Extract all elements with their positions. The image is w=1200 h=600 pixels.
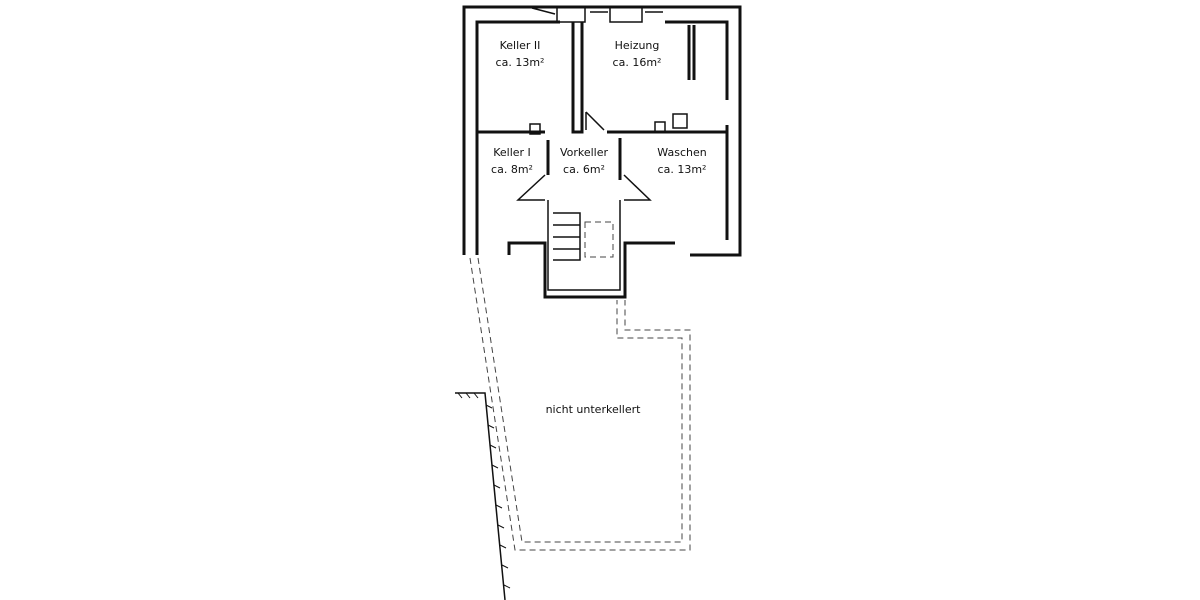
room-area: ca. 8m² bbox=[491, 163, 533, 176]
room-heizung: Heizung ca. 16m² bbox=[613, 39, 662, 69]
room-area: ca. 6m² bbox=[563, 163, 605, 176]
room-area: ca. 16m² bbox=[613, 56, 662, 69]
unbasemented-label: nicht unterkellert bbox=[546, 403, 642, 416]
room-name: Keller I bbox=[493, 146, 531, 159]
room-waschen: Waschen ca. 13m² bbox=[657, 146, 706, 176]
room-area: ca. 13m² bbox=[496, 56, 545, 69]
room-keller-ii: Keller II ca. 13m² bbox=[496, 39, 545, 69]
unbasemented-area bbox=[469, 257, 691, 551]
interior-walls bbox=[477, 22, 727, 201]
room-name: Heizung bbox=[615, 39, 660, 52]
property-boundary bbox=[455, 392, 511, 600]
room-area: ca. 13m² bbox=[658, 163, 707, 176]
room-vorkeller: Vorkeller ca. 6m² bbox=[560, 146, 609, 176]
stair-core bbox=[507, 200, 735, 299]
room-name: Vorkeller bbox=[560, 146, 609, 159]
room-name: Waschen bbox=[657, 146, 706, 159]
room-name: Keller II bbox=[500, 39, 541, 52]
room-keller-i: Keller I ca. 8m² bbox=[491, 146, 533, 176]
